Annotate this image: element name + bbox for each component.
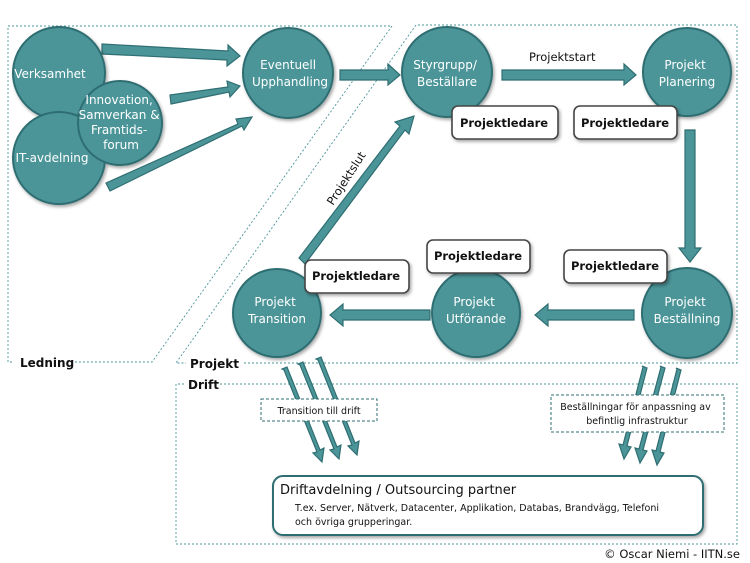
- copyright: © Oscar Niemi - IITN.se: [604, 547, 740, 561]
- arrow-utforande-to-transition: [329, 302, 431, 328]
- node-label-verksamhet: Verksamhet: [14, 67, 86, 81]
- node-transition: [232, 268, 322, 358]
- role-box-utforande: [426, 239, 531, 274]
- node-upphandling: [242, 27, 334, 119]
- arrow-upphandling-to-styrgrupp: [339, 62, 401, 87]
- arrow-it-to-upphandling: [105, 116, 254, 192]
- drift-box-title: Driftavdelning / Outsourcing partner: [280, 483, 517, 498]
- role-box-planering: [573, 105, 678, 140]
- node-styrgrupp: [401, 26, 493, 118]
- node-innovation: [77, 80, 163, 166]
- drift-box: [272, 475, 704, 536]
- note-transition-till-drift: [260, 398, 378, 422]
- node-label-it-avdelning: IT-avdelning: [15, 151, 88, 165]
- role-box-bestallning: [563, 249, 668, 284]
- arrow-innovation-to-upphandling: [169, 80, 242, 105]
- node-label-innovation: Innovation, Samverkan & Framtids- forum: [79, 93, 164, 152]
- role-box-transition: [304, 259, 410, 294]
- drift-box-description: T.ex. Server, Nätverk, Datacenter, Appli…: [294, 503, 662, 528]
- region-drift: Drift: [175, 376, 738, 545]
- region-label-ledning: Ledning: [20, 356, 74, 370]
- node-label-transition: Projekt Transition: [247, 295, 306, 326]
- note-bestallningar: [550, 394, 725, 433]
- arrow-bestallning-to-utforande: [534, 302, 635, 328]
- node-label-planering: Projekt Planering: [659, 58, 715, 89]
- role-label-utforande: Projektledare: [434, 249, 522, 263]
- role-label-planering: Projektledare: [581, 116, 669, 130]
- role-label-bestallning: Projektledare: [571, 259, 659, 273]
- note-label-bestallningar: Beställningar för anpassning av befintli…: [560, 402, 713, 427]
- flow-label-projektstart: Projektstart: [529, 50, 596, 64]
- node-planering: [642, 27, 732, 117]
- role-box-styrgrupp: [451, 105, 559, 140]
- node-bestallning: [641, 267, 733, 359]
- region-label-drift: Drift: [188, 378, 219, 392]
- note-label-transition-till-drift: Transition till drift: [276, 406, 360, 417]
- node-label-bestallning: Projekt Beställning: [654, 295, 721, 326]
- arrow-planering-to-bestallning: [677, 129, 703, 263]
- arrow-verksamhet-to-upphandling: [101, 43, 241, 68]
- node-label-styrgrupp: Styrgrupp/ Beställare: [413, 58, 480, 89]
- arrow-projektslut: [298, 115, 415, 265]
- role-label-styrgrupp: Projektledare: [460, 116, 548, 130]
- region-ledning: Ledning: [7, 25, 393, 370]
- region-projekt: Projekt: [175, 24, 738, 372]
- node-label-upphandling: Eventuell Upphandling: [252, 58, 328, 89]
- arrows-projekt: [298, 62, 703, 328]
- arrows-ledning: [101, 43, 401, 192]
- role-label-transition: Projektledare: [312, 269, 400, 283]
- arrow-projektstart: [501, 62, 637, 87]
- node-label-utforande: Projekt Utförande: [446, 295, 506, 326]
- region-label-projekt: Projekt: [190, 357, 239, 371]
